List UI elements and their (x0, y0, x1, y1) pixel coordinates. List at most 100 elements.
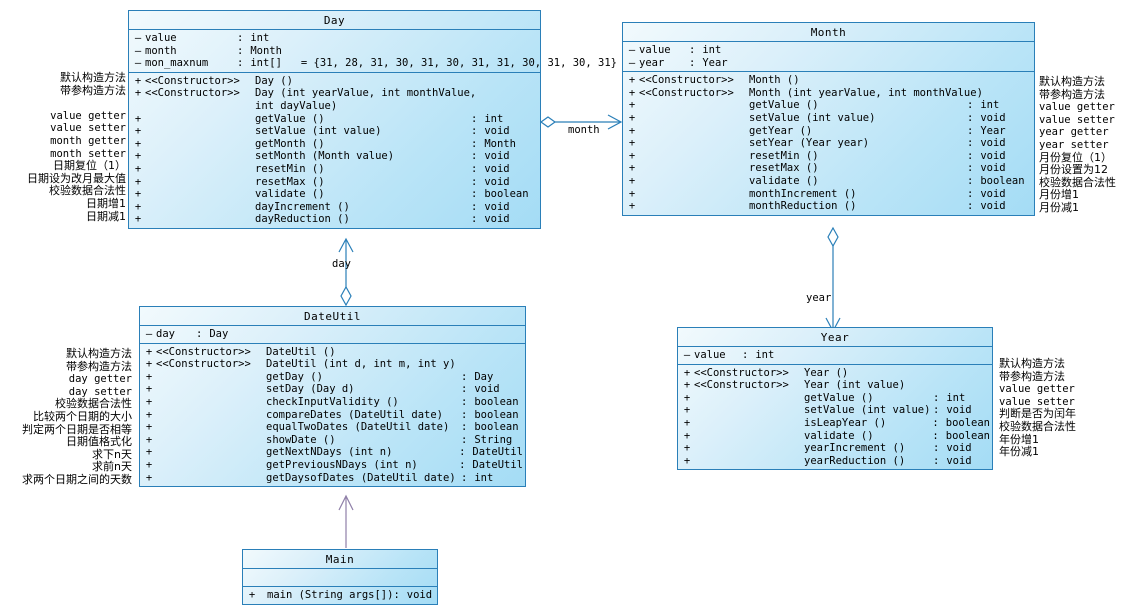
method-signature: Year (int value) (804, 379, 906, 392)
member-visibility: + (683, 379, 691, 392)
method-signature: getNextNDays (int n) (266, 446, 393, 459)
member-stereotype: <<Constructor>> (694, 366, 789, 379)
member-visibility: – (145, 328, 153, 340)
uml-empty-compartment (243, 571, 437, 584)
annotation-line: 求两个日期之间的天数 (22, 472, 132, 486)
class-title-main: Main (243, 550, 437, 569)
class-box-dateutil[interactable]: DateUtil –day: Day +<<Constructor>>DateU… (139, 306, 526, 488)
class-box-year[interactable]: Year –value: int +<<Constructor>>Year ()… (677, 327, 993, 471)
member-visibility: + (134, 137, 142, 150)
member-colon: : (967, 162, 974, 175)
uml-member-row: +getDaysofDates (DateUtil date): int (140, 472, 525, 485)
annotation-line: 带参构造方法 (999, 369, 1065, 383)
class-methods-year: +<<Constructor>>Year ()+<<Constructor>>Y… (678, 365, 992, 470)
method-return-type: Day (468, 370, 494, 383)
annotation-line: 默认构造方法 (66, 347, 132, 360)
annotation-line: 带参构造方法 (60, 83, 126, 97)
member-visibility: + (628, 124, 636, 137)
member-visibility: – (628, 56, 636, 69)
member-colon: : (933, 391, 940, 404)
annotation-line: value getter (999, 383, 1075, 396)
annotation-line: value getter (50, 109, 126, 122)
attribute-type: int (749, 349, 775, 361)
member-colon: : (967, 111, 974, 124)
method-signature: getValue () (749, 99, 819, 112)
method-signature: Month (int yearValue, int monthValue) (749, 86, 983, 99)
member-visibility: + (145, 433, 153, 446)
method-return-type: void (478, 175, 510, 188)
annotation-line: 月份设置为12 (1039, 163, 1108, 177)
member-visibility: – (134, 57, 142, 70)
member-visibility: + (145, 458, 153, 471)
attribute-name: month (145, 44, 177, 57)
member-visibility: + (145, 471, 153, 484)
member-colon: : (461, 395, 468, 408)
method-signature: getDay () (266, 370, 323, 383)
uml-member-row: +main (String args[]): void (243, 589, 437, 602)
method-return-type: Year (974, 124, 1006, 137)
connector-label-year: year (806, 292, 832, 304)
method-signature: getMonth () (255, 137, 325, 150)
member-colon: : (461, 408, 468, 421)
class-attributes-main (243, 569, 437, 587)
uml-member-row: +getValue (): int (129, 113, 540, 126)
uml-member-row: +yearReduction (): void (678, 455, 992, 468)
member-colon: : (461, 471, 468, 484)
member-colon: : (689, 56, 696, 69)
method-signature: getDaysofDates (DateUtil date) (266, 471, 456, 484)
method-signature: Year () (804, 366, 849, 379)
member-visibility: + (134, 112, 142, 125)
member-colon: : (196, 328, 203, 340)
member-visibility: + (683, 442, 691, 455)
member-visibility: + (134, 200, 142, 213)
attribute-type: int (696, 44, 722, 56)
uml-member-row: int dayValue) (129, 100, 540, 113)
member-stereotype: <<Constructor>> (639, 74, 734, 87)
member-colon: : (459, 458, 466, 471)
class-box-day[interactable]: Day –value: int–month: Month–mon_maxnum:… (128, 10, 617, 229)
annotation-line: value setter (1039, 113, 1115, 126)
member-stereotype: <<Constructor>> (639, 86, 734, 99)
annotation-line: day setter (68, 385, 132, 398)
member-colon: : (393, 589, 400, 601)
class-box-month[interactable]: Month –value: int–year: Year +<<Construc… (622, 22, 1035, 216)
uml-member-row: +<<Constructor>>DateUtil (int d, int m, … (140, 358, 525, 371)
annotation-line: 求前n天 (92, 460, 132, 474)
annotation-line: day getter (68, 373, 132, 386)
class-methods-day: +<<Constructor>>Day ()+<<Constructor>>Da… (129, 73, 540, 228)
member-visibility: + (145, 446, 153, 459)
class-title-month: Month (623, 23, 1034, 42)
uml-member-row: +setValue (int value): void (623, 112, 1034, 125)
uml-member-row: +getValue (): int (623, 99, 1034, 112)
member-visibility: + (134, 87, 142, 100)
attribute-name: year (639, 56, 665, 69)
method-return-type: String (468, 433, 513, 446)
method-return-type: void (478, 162, 510, 175)
uml-member-row: +setValue (int value): void (678, 404, 992, 417)
annotation-line: 年份增1 (999, 432, 1039, 446)
method-signature: checkInputValidity () (266, 395, 399, 408)
member-visibility: + (134, 74, 142, 87)
annotation-line (0, 97, 126, 110)
uml-member-row: +<<Constructor>>Month () (623, 74, 1034, 87)
uml-member-row: +validate (): boolean (129, 188, 540, 201)
member-visibility: + (145, 421, 153, 434)
member-colon: : (471, 112, 478, 125)
uml-member-row: + showDate (): String (140, 434, 525, 447)
method-return-type: void (940, 442, 972, 455)
member-visibility: + (683, 366, 691, 379)
member-colon: : (967, 99, 974, 112)
method-signature: dayReduction () (255, 213, 350, 226)
member-visibility: + (134, 175, 142, 188)
member-stereotype: <<Constructor>> (694, 379, 789, 392)
method-return-type: void (478, 150, 510, 163)
class-box-main[interactable]: Main +main (String args[]): void (242, 549, 438, 605)
member-colon: : (461, 421, 468, 434)
class-attributes-day: –value: int–month: Month–mon_maxnum: int… (129, 30, 617, 73)
attribute-default: = {31, 28, 31, 30, 31, 30, 31, 31, 30, 3… (281, 57, 617, 70)
member-colon: : (461, 433, 468, 446)
method-signature: showDate () (266, 433, 336, 446)
uml-member-row: +getDay (): Day (140, 371, 525, 384)
